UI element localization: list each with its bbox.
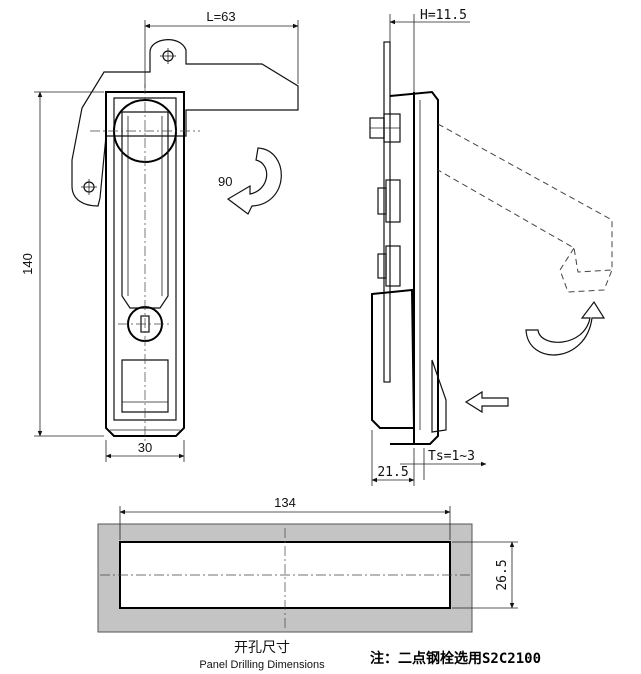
front-view: L=63 140 30 90 (20, 9, 299, 462)
rotation-angle: 90 (218, 174, 232, 189)
dim-140: 140 (20, 253, 35, 275)
bolt-top (369, 113, 401, 143)
dim-30: 30 (138, 440, 152, 455)
mounting-plate (383, 41, 391, 383)
lever (121, 111, 169, 309)
dim-21-5: 21.5 (377, 465, 408, 480)
bolt-note: 注：二点钢栓选用S2C2100 (370, 650, 541, 667)
bolt-middle (377, 179, 401, 223)
lock-body (371, 288, 416, 429)
lever-open-dashed (437, 123, 613, 273)
side-view: H=11.5 21.5 Ts=1~3 (369, 8, 613, 486)
rotation-arrow-icon (226, 147, 282, 215)
push-arrow-icon (464, 390, 509, 414)
dim-ts: Ts=1~3 (428, 449, 475, 464)
cutout-caption-cn: 开孔尺寸 (234, 640, 290, 656)
panel-cutout: 134 26.5 开孔尺寸 Panel Drilling Dimensions (97, 495, 518, 671)
bolt-lower (377, 245, 401, 287)
dim-26-5: 26.5 (495, 559, 510, 590)
side-frame (389, 90, 439, 445)
dim-134: 134 (274, 495, 296, 510)
side-rotation-arrow-icon (525, 300, 606, 356)
dim-l63: L=63 (206, 9, 235, 24)
dim-h11-5: H=11.5 (420, 8, 467, 23)
handle-body (105, 91, 185, 437)
cutout-caption-en: Panel Drilling Dimensions (199, 659, 325, 671)
